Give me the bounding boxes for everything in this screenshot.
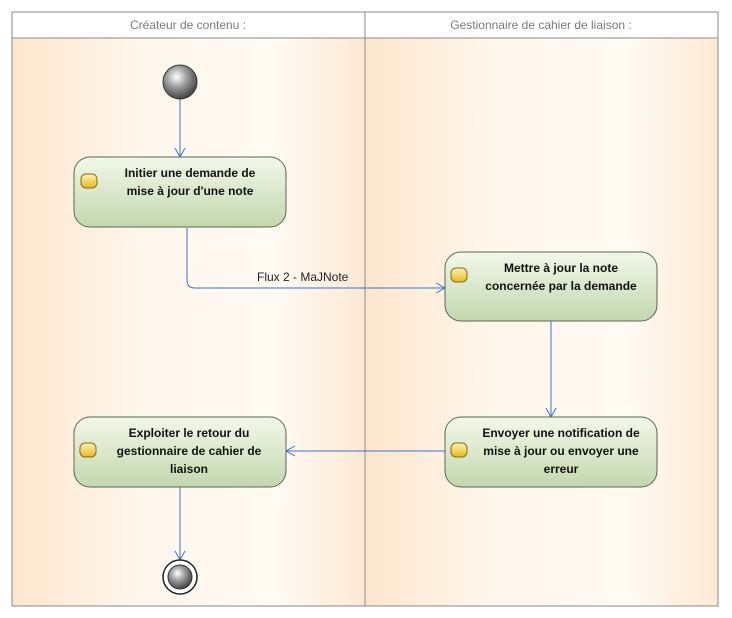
activity-notify-line-2: mise à jour ou envoyer une [483, 444, 639, 458]
activity-update[interactable]: Mettre à jour la note concernée par la d… [444, 251, 658, 322]
activity-exploit[interactable]: Exploiter le retour du gestionnaire de c… [73, 416, 287, 488]
edges: Flux 2 - MaJNote [174, 99, 557, 562]
edge-flux2[interactable] [186, 228, 447, 294]
activity-exploit-line-2: gestionnaire de cahier de [117, 444, 262, 458]
swimlane-creator: Créateur de contenu : [11, 11, 366, 607]
action-icon [79, 442, 97, 458]
activity-exploit-line-3: liaison [170, 462, 208, 476]
activity-notify[interactable]: Envoyer une notification de mise à jour … [444, 416, 658, 488]
activity-notify-line-1: Envoyer une notification de [482, 426, 640, 440]
lane-title-creator: Créateur de contenu : [130, 18, 246, 32]
final-node[interactable] [162, 559, 198, 595]
action-icon [450, 267, 468, 283]
action-icon [450, 442, 468, 458]
activity-exploit-line-1: Exploiter le retour du [129, 426, 250, 440]
lane-title-manager: Gestionnaire de cahier de liaison : [450, 18, 631, 32]
action-icon [80, 173, 98, 189]
activity-initiate-line-2: mise à jour d'une note [127, 184, 254, 198]
initial-node-icon [162, 64, 198, 100]
activity-initiate-line-1: Initier une demande de [125, 166, 256, 180]
activity-update-line-1: Mettre à jour la note [504, 261, 618, 275]
initial-node[interactable] [162, 64, 198, 100]
activity-update-line-2: concernée par la demande [485, 279, 637, 293]
activity-initiate[interactable]: Initier une demande de mise à jour d'une… [73, 156, 287, 228]
activity-notify-line-3: erreur [544, 462, 579, 476]
flow-label-flux2: Flux 2 - MaJNote [257, 270, 349, 284]
